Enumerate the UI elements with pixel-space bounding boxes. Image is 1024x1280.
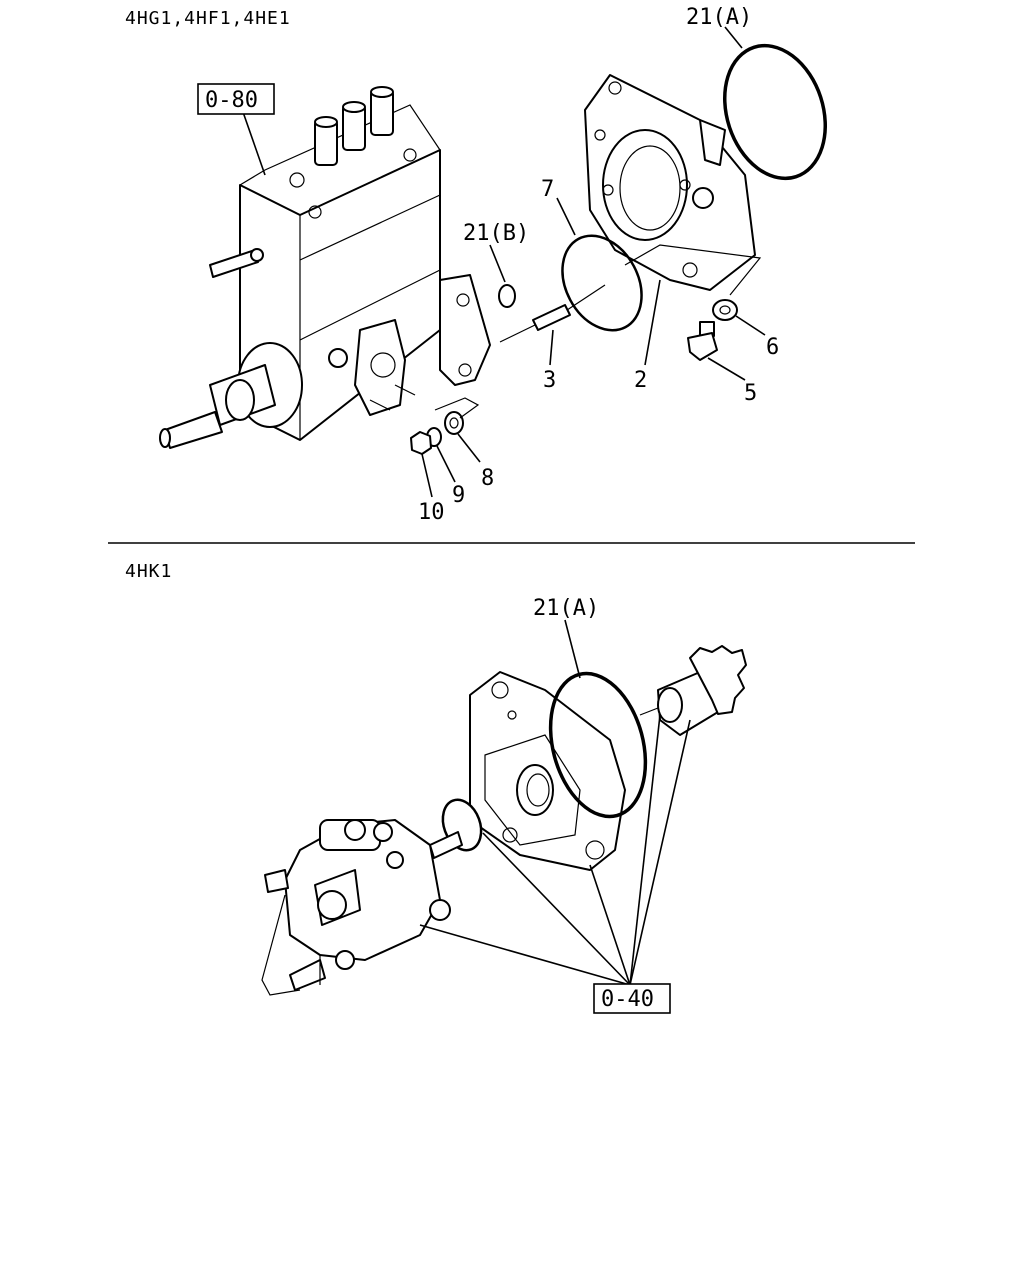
ref-box-0-80[interactable] xyxy=(197,83,275,115)
label-o-ring-21a-top: 21(A) xyxy=(686,5,752,30)
label-lock-washer-9: 9 xyxy=(452,483,465,508)
leaders-to-0-40 xyxy=(419,714,691,986)
label-washer-8: 8 xyxy=(481,466,494,491)
bottom-section: 4HK1 21(A) xyxy=(125,561,747,1014)
o-ring-21b xyxy=(498,284,516,308)
drive-shaft xyxy=(159,342,303,449)
ref-box-0-40-label: 0-40 xyxy=(601,987,654,1012)
delivery-valves xyxy=(314,86,394,166)
supply-pump-drawing xyxy=(261,819,463,996)
top-heading: 4HG1,4HF1,4HE1 xyxy=(125,8,291,29)
nut-10 xyxy=(410,431,432,455)
washer-6 xyxy=(712,299,738,321)
label-washer-6: 6 xyxy=(766,335,779,360)
o-ring-7 xyxy=(561,234,643,332)
injection-pump-drawing xyxy=(159,86,491,449)
pump-housing-drawing xyxy=(584,74,756,291)
ref-box-0-40[interactable] xyxy=(593,983,671,1014)
top-section: 4HG1,4HF1,4HE1 xyxy=(125,5,828,525)
label-stud-3: 3 xyxy=(543,368,556,393)
label-nut-10: 10 xyxy=(418,500,445,525)
ref-box-0-80-label: 0-80 xyxy=(205,88,258,113)
label-o-ring-7: 7 xyxy=(541,177,554,202)
o-ring-21a-top xyxy=(722,43,828,181)
label-plug-5: 5 xyxy=(744,381,757,406)
plug-5 xyxy=(687,321,718,361)
drive-gear-drawing xyxy=(639,645,747,736)
stud-3 xyxy=(532,304,571,331)
washer-8 xyxy=(444,411,464,435)
label-housing-2: 2 xyxy=(634,368,647,393)
label-o-ring-21b: 21(B) xyxy=(463,221,529,246)
bracket-plate-drawing xyxy=(469,671,626,871)
bottom-heading: 4HK1 xyxy=(125,561,172,582)
label-o-ring-21a-bottom: 21(A) xyxy=(533,596,599,621)
